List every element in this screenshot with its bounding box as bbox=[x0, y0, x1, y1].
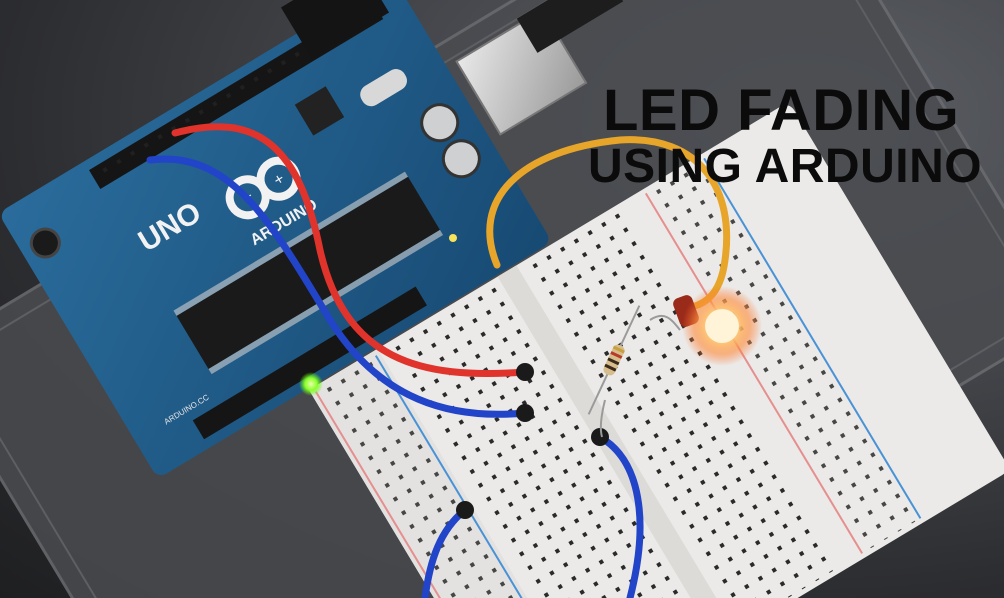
title-line-1: LED FADING bbox=[603, 78, 960, 143]
resistor bbox=[587, 305, 641, 415]
blue-wire-2 bbox=[596, 433, 644, 598]
wire-end-blue bbox=[516, 404, 534, 422]
blue-wire-1 bbox=[146, 155, 529, 418]
red-wire bbox=[171, 123, 529, 378]
breadboard bbox=[308, 105, 1004, 598]
reset-button bbox=[29, 227, 61, 259]
dc-power-jack bbox=[280, 0, 390, 59]
led bbox=[705, 309, 739, 343]
wire-end-red bbox=[516, 363, 534, 381]
onboard-led-glow bbox=[299, 372, 323, 396]
orange-wire bbox=[486, 136, 731, 312]
usb-cable bbox=[516, 0, 624, 53]
onboard-led-pin13 bbox=[449, 234, 457, 242]
wire-end-blue-3 bbox=[456, 501, 474, 519]
resistor-leg bbox=[599, 399, 606, 438]
title-line-2: USING ARDUINO bbox=[588, 140, 983, 193]
blue-wire-3 bbox=[421, 506, 469, 598]
wire-end-blue-2 bbox=[591, 428, 609, 446]
led-leg bbox=[649, 314, 681, 331]
